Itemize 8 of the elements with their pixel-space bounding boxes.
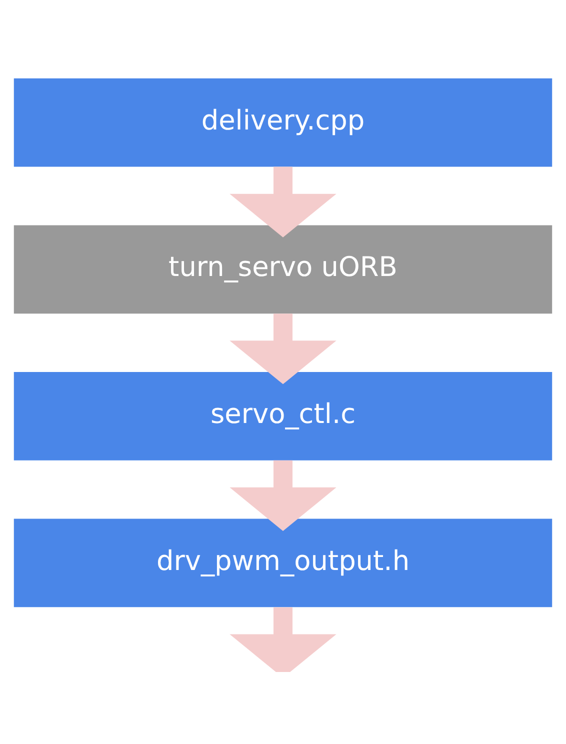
arrow — [230, 166, 336, 237]
arrow — [230, 313, 336, 384]
node-box: turn_servo uORB — [14, 224, 552, 314]
arrow — [230, 606, 336, 672]
node-box: servo_ctl.c — [14, 372, 552, 460]
node-box: drv_pwm_output.h — [14, 518, 552, 607]
arrow — [230, 460, 336, 530]
node-box: delivery.cpp — [14, 78, 552, 166]
